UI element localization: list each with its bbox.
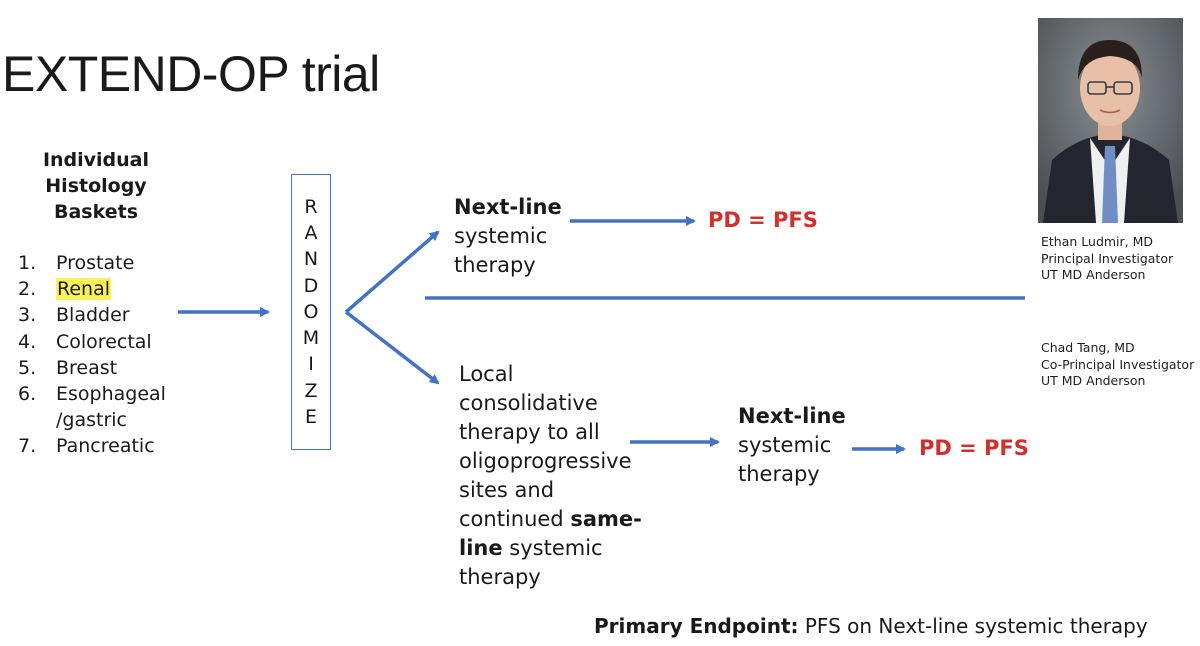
- randomize-letter: E: [304, 405, 317, 428]
- primary-endpoint: Primary Endpoint: PFS on Next-line syste…: [594, 612, 1148, 640]
- upper-outcome: PD = PFS: [708, 208, 818, 232]
- line-bold-text: line: [459, 536, 503, 560]
- caption-line: Co-Principal Investigator: [1041, 356, 1195, 372]
- randomize-letter: A: [304, 222, 318, 245]
- primary-endpoint-text: PFS on Next-line systemic therapy: [798, 614, 1148, 638]
- line-rest-text: systemic: [502, 536, 603, 560]
- list-item: 2. Renal: [18, 276, 176, 302]
- randomize-box: R A N D O M I Z E: [291, 174, 331, 450]
- lower-local-line: consolidative: [459, 391, 598, 415]
- portrait-illustration: [1038, 18, 1183, 223]
- baskets-heading-line: Baskets: [53, 201, 138, 223]
- list-item-number: 1.: [18, 252, 37, 274]
- lower-local-line: therapy to all: [459, 420, 600, 444]
- list-item-name: Bladder: [56, 304, 130, 327]
- list-item-name: Breast: [56, 356, 118, 379]
- arrow-upper-branch: [344, 230, 440, 314]
- list-item-name: Esophageal /gastric: [56, 383, 166, 432]
- list-item-number: 4.: [18, 330, 37, 353]
- upper-therapy: Next-line systemic therapy: [454, 193, 562, 280]
- lower-nextline-line: systemic: [738, 433, 832, 457]
- upper-therapy-line: therapy: [454, 253, 536, 277]
- randomize-letter: Z: [304, 379, 318, 402]
- list-item-name: Pancreatic: [56, 435, 155, 458]
- investigator-photo: [1038, 18, 1183, 223]
- lower-outcome: PD = PFS: [919, 436, 1029, 460]
- randomize-letter: N: [303, 248, 319, 271]
- randomize-letter: R: [304, 196, 318, 219]
- caption-line: UT MD Anderson: [1041, 373, 1146, 388]
- arrow-lower-branch: [344, 310, 440, 385]
- list-item-number: 3.: [18, 304, 37, 327]
- randomize-letter: M: [302, 327, 320, 350]
- lower-continued-line: continued same-: [459, 505, 642, 534]
- caption-line: Principal Investigator: [1041, 250, 1174, 266]
- list-item-name: Colorectal: [56, 330, 152, 353]
- lower-local-line: therapy: [459, 565, 541, 589]
- list-item: 1. Prostate: [18, 250, 176, 276]
- baskets-heading: Individual Histology Baskets: [18, 147, 174, 225]
- lower-nextline-line: therapy: [738, 462, 820, 486]
- caption-line: Ethan Ludmir, MD: [1041, 234, 1154, 249]
- caption-line: Chad Tang, MD: [1041, 340, 1135, 355]
- lower-local-line: Local: [459, 362, 514, 386]
- primary-endpoint-label: Primary Endpoint:: [594, 614, 799, 638]
- same-bold-text: same-: [570, 507, 642, 531]
- list-item-number: 6.: [18, 383, 37, 406]
- lower-line-line: line systemic: [459, 534, 642, 563]
- list-item: 3. Bladder: [18, 302, 176, 328]
- upper-therapy-bold: Next-line: [454, 195, 562, 219]
- lower-local-therapy: Local consolidative therapy to all oligo…: [459, 360, 642, 592]
- list-item-number: 7.: [18, 435, 37, 458]
- basket-list: 1. Prostate 2. Renal 3. Bladder 4. Color…: [18, 250, 176, 460]
- list-item: 7. Pancreatic: [18, 433, 176, 459]
- list-item: 4. Colorectal: [18, 329, 176, 355]
- lower-nextline-bold: Next-line: [738, 404, 846, 428]
- list-item-number: 2.: [18, 278, 37, 301]
- baskets-heading-line: Histology: [45, 175, 147, 197]
- list-item-number: 5.: [18, 356, 37, 379]
- list-item-name: Prostate: [56, 252, 135, 274]
- lower-nextline-therapy: Next-line systemic therapy: [738, 402, 846, 489]
- randomize-letter: I: [308, 353, 314, 376]
- baskets-heading-line: Individual: [42, 149, 150, 171]
- investigator-caption-coprincipal: Chad Tang, MD Co-Principal Investigator …: [1041, 340, 1194, 390]
- randomize-letter: O: [303, 300, 319, 323]
- continued-text: continued: [459, 507, 571, 531]
- slide-title: EXTEND-OP trial: [2, 46, 380, 102]
- list-item-name: Renal: [56, 276, 176, 302]
- randomize-letter: D: [303, 274, 319, 297]
- investigator-caption-principal: Ethan Ludmir, MD Principal Investigator …: [1041, 234, 1173, 284]
- upper-therapy-line: systemic: [454, 224, 548, 248]
- caption-line: UT MD Anderson: [1041, 267, 1146, 282]
- lower-local-line: sites and: [459, 478, 555, 502]
- highlighted-basket: Renal: [56, 278, 112, 301]
- lower-local-line: oligoprogressive: [459, 449, 632, 473]
- list-item: 6. Esophageal /gastric: [18, 381, 176, 433]
- list-item: 5. Breast: [18, 355, 176, 381]
